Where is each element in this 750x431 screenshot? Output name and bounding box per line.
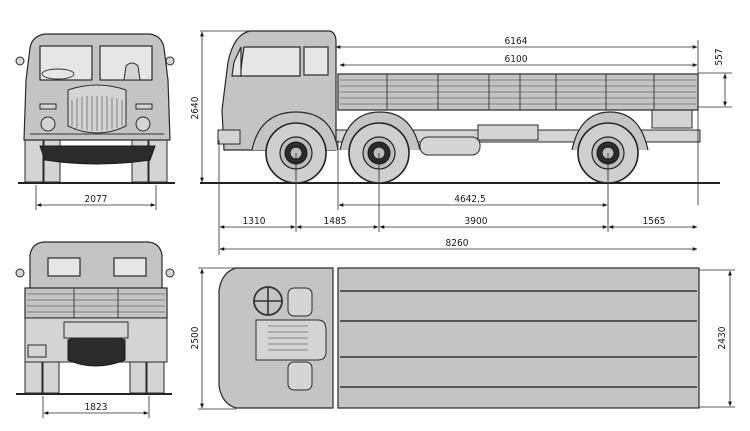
- cab-to-rear-axle-label: 4642,5: [454, 194, 485, 205]
- overall-width-label: 2500: [190, 326, 201, 349]
- height-label: 2640: [190, 96, 201, 119]
- driver-seat-top: [287, 287, 313, 317]
- overall-length-label: 8260: [446, 238, 469, 249]
- front-bumper-side: [217, 129, 241, 145]
- seat-icon: [123, 62, 141, 81]
- tow-hitch: [63, 321, 129, 339]
- bed-width-label: 2430: [717, 326, 728, 349]
- rear-window-left: [47, 257, 81, 277]
- front-axle-shadow: [39, 145, 156, 165]
- front-windshield-left: [39, 45, 93, 81]
- rear-left-tire: [24, 359, 43, 394]
- rear-tailgate: [24, 287, 168, 319]
- mid-to-rear-axle-label: 3900: [465, 216, 488, 227]
- body-length-inner-label: 6100: [505, 54, 528, 65]
- headlight-left: [40, 116, 56, 132]
- grille-bars: [71, 96, 123, 131]
- mirror-left: [15, 56, 25, 66]
- rear-cab: [29, 241, 163, 291]
- mirror-right: [165, 56, 175, 66]
- sideboard-slats: [340, 74, 696, 110]
- rear-window-right: [113, 257, 147, 277]
- toolbox: [477, 124, 539, 141]
- mirror-right: [165, 268, 175, 278]
- steering-wheel-icon: [41, 68, 75, 80]
- body-length-outer-label: 6164: [505, 36, 528, 47]
- front-view: 2077: [15, 33, 175, 210]
- front-track-label: 2077: [85, 194, 108, 205]
- front-overhang-label: 1310: [243, 216, 266, 227]
- spare-box: [651, 109, 693, 129]
- headlight-right: [135, 116, 151, 132]
- side-door-window: [239, 46, 301, 77]
- engine-cover-vents: [268, 325, 308, 351]
- side-rear-window: [303, 46, 329, 76]
- rear-view: 1823: [15, 241, 175, 418]
- sideboard-height-label: 557: [714, 48, 725, 65]
- rear-track-label: 1823: [85, 402, 108, 413]
- first-axle-spacing-label: 1485: [324, 216, 347, 227]
- fuel-tank: [419, 136, 481, 156]
- side-view: 2640 6164 6100 557 4642,5 1310 1485 3900…: [190, 30, 732, 255]
- passenger-seat-top: [287, 361, 313, 391]
- top-view: 2500 2430: [190, 267, 735, 410]
- mirror-left: [15, 268, 25, 278]
- tailgate-slats: [27, 288, 165, 318]
- rear-right-tire: [129, 359, 147, 394]
- rear-differential: [67, 334, 126, 367]
- rear-overhang-label: 1565: [643, 216, 666, 227]
- rear-light-left: [27, 344, 47, 358]
- bed-floor-boards: [340, 290, 697, 388]
- side-windshield: [231, 46, 242, 77]
